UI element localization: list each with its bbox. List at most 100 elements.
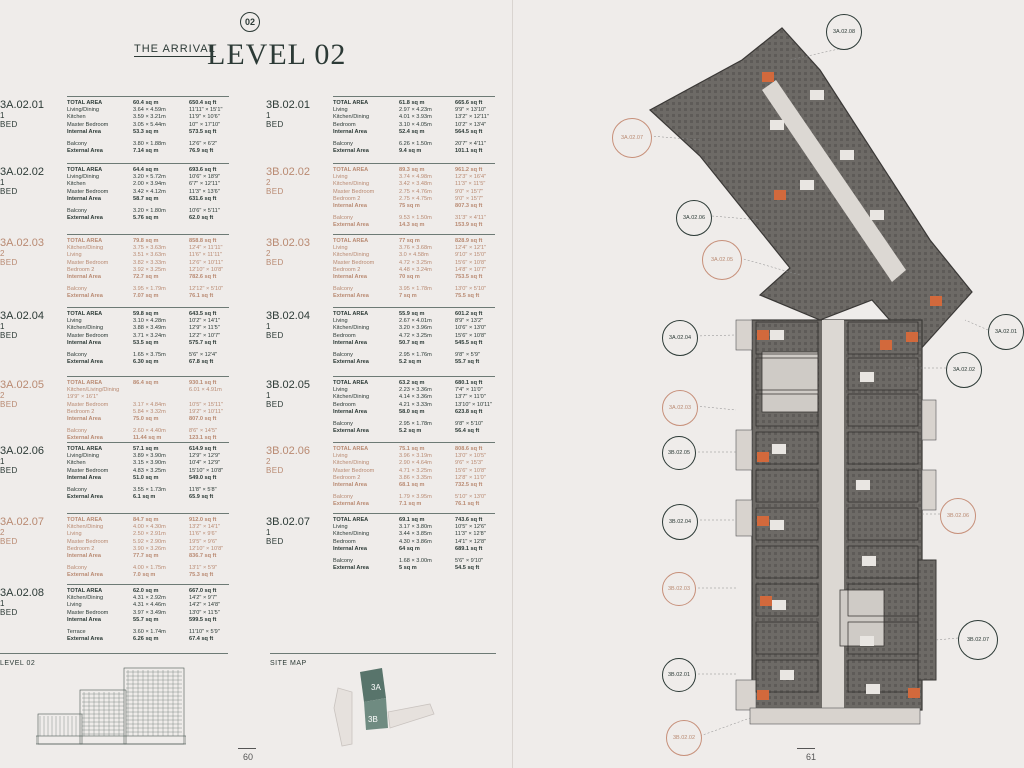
table-cell: 13'2" × 14'1" bbox=[189, 524, 221, 531]
room-floor bbox=[840, 150, 854, 160]
table-cell: 2.50 × 2.91m bbox=[133, 531, 166, 538]
room-partition bbox=[755, 545, 819, 579]
table-cell: Internal Area bbox=[67, 616, 101, 623]
divider bbox=[333, 234, 495, 235]
table-cell: External Area bbox=[67, 359, 103, 366]
table-cell: 13'7" × 11'0" bbox=[455, 394, 486, 401]
unit-callout: 3A.02.03 bbox=[662, 390, 698, 426]
table-cell: 67.8 sq ft bbox=[189, 359, 214, 366]
table-cell: 11'3" × 12'8" bbox=[455, 531, 486, 538]
table-cell: Balcony bbox=[67, 565, 87, 572]
table-cell: 3.76 × 3.68m bbox=[399, 245, 432, 252]
unit-callout: 3A.02.08 bbox=[826, 14, 862, 50]
unit-callout: 3A.02.06 bbox=[676, 200, 712, 236]
table-cell: 84.7 sq m bbox=[133, 517, 159, 523]
table-cell: 575.7 sq ft bbox=[189, 339, 217, 346]
site-block-3a bbox=[360, 668, 386, 702]
table-cell: External Area bbox=[333, 359, 369, 366]
table-cell: 10'2" × 13'4" bbox=[455, 121, 487, 128]
table-cell: 3.95 × 1.79m bbox=[133, 286, 166, 293]
unit-bedrooms: 2 BED bbox=[266, 249, 284, 267]
table-cell: 123.1 sq ft bbox=[189, 435, 217, 442]
table-cell: 15'10" × 10'8" bbox=[189, 467, 224, 474]
callout-leader bbox=[695, 405, 737, 411]
table-cell: 13'1" × 5'9" bbox=[189, 565, 218, 572]
table-cell: Bedroom bbox=[333, 401, 356, 408]
table-cell: 19'5" × 9'6" bbox=[189, 538, 218, 545]
table-cell: 1.79 × 3.95m bbox=[399, 494, 432, 501]
room-partition bbox=[847, 393, 919, 427]
table-cell: 2.67 × 4.01m bbox=[399, 318, 432, 325]
table-cell: 77.7 sq m bbox=[133, 553, 159, 560]
table-cell: 9'6" × 15'3" bbox=[455, 460, 484, 467]
divider bbox=[333, 376, 495, 377]
table-cell: TOTAL AREA bbox=[333, 517, 369, 523]
room-floor bbox=[770, 330, 784, 340]
table-cell: 3.71 × 3.24m bbox=[133, 332, 166, 339]
unit-code: 3A.02.03 bbox=[0, 237, 45, 249]
table-cell: 11'6" × 9'6" bbox=[189, 531, 217, 538]
table-cell: 3.10 × 4.05m bbox=[399, 121, 432, 128]
unit-callout: 3A.02.02 bbox=[946, 352, 982, 388]
room-partition bbox=[847, 659, 919, 693]
table-cell: 2.75 × 4.75m bbox=[399, 195, 432, 202]
room-partition bbox=[755, 583, 819, 617]
unit-code: 3B.02.04 bbox=[266, 310, 311, 322]
table-cell: Internal Area bbox=[67, 128, 101, 135]
table-cell: 3.82 × 3.33m bbox=[133, 259, 166, 266]
unit-code: 3B.02.05 bbox=[266, 379, 311, 391]
unit-code: 3B.02.06 bbox=[266, 445, 311, 457]
table-cell: 9'0" × 15'7" bbox=[455, 195, 484, 202]
table-cell: 3.64 × 4.59m bbox=[133, 107, 166, 114]
table-cell: Internal Area bbox=[333, 408, 367, 415]
table-cell: Terrace bbox=[67, 629, 86, 636]
room-partition bbox=[847, 431, 919, 465]
table-cell: TOTAL AREA bbox=[333, 311, 369, 317]
table-cell: 2.95 × 1.76m bbox=[399, 352, 432, 359]
table-cell: 10'6" × 13'0" bbox=[455, 325, 487, 332]
table-cell: 573.5 sq ft bbox=[189, 128, 217, 135]
table-cell: Internal Area bbox=[67, 416, 101, 423]
site-map: 3A 3B bbox=[333, 668, 435, 747]
divider bbox=[333, 307, 495, 308]
table-cell: 961.2 sq ft bbox=[455, 167, 483, 173]
table-cell: 650.4 sq ft bbox=[189, 100, 217, 106]
table-cell: 64.4 sq m bbox=[133, 167, 159, 173]
table-cell: 13'0" × 5'10" bbox=[455, 286, 487, 293]
unit-callout: 3B.02.03 bbox=[662, 572, 696, 606]
table-cell: 2.75 × 4.76m bbox=[399, 188, 432, 195]
table-cell: External Area bbox=[333, 293, 369, 300]
room-partition bbox=[847, 357, 919, 391]
table-cell: 3.60 × 1.74m bbox=[133, 629, 166, 636]
table-cell: 70 sq m bbox=[399, 274, 420, 281]
table-cell: 76.1 sq ft bbox=[455, 501, 480, 508]
table-cell: TOTAL AREA bbox=[333, 446, 369, 452]
